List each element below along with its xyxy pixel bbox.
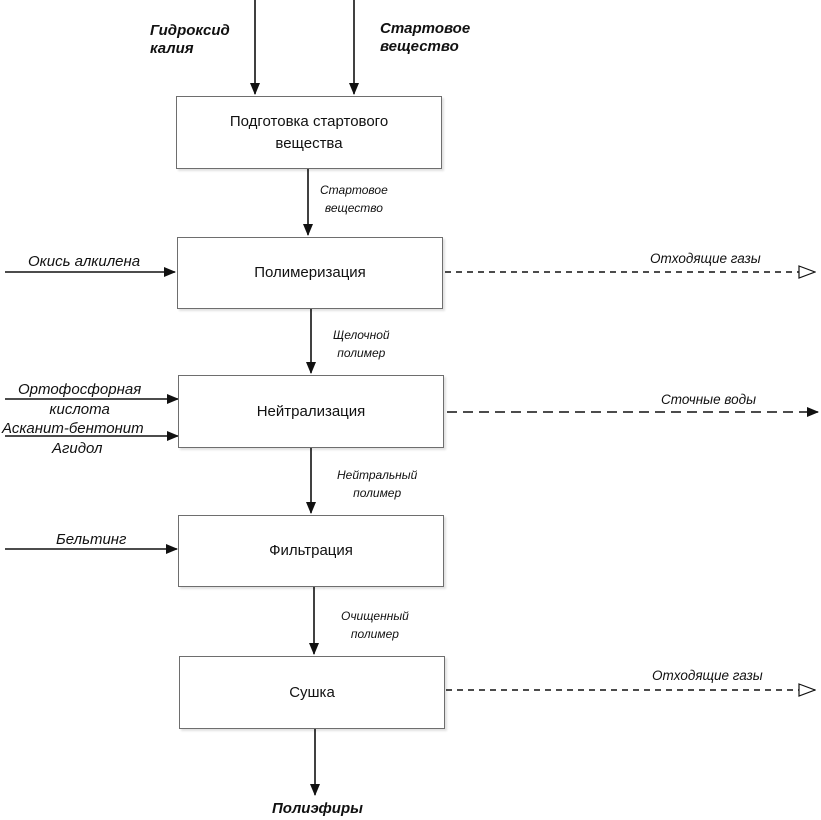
output-label-wastewater: Сточные воды (661, 392, 757, 407)
flow-label-neutral-polymer: Нейтральный полимер (337, 468, 418, 500)
process-box-preparation: Подготовка стартового вещества (176, 96, 442, 169)
process-box-polymerization: Полимеризация (177, 237, 443, 309)
process-label-neutralization: Нейтрализация (256, 402, 366, 420)
output-label-gases-1: Отходящие газы (650, 251, 761, 266)
input-label-belting: Бельтинг (56, 531, 127, 548)
process-label-drying: Сушка (289, 683, 335, 701)
process-label-polymerization: Полимеризация (254, 264, 366, 281)
process-box-neutralization: Нейтрализация (178, 375, 444, 448)
input-label-koh: Гидроксид калия (150, 22, 230, 57)
flow-label-starter: Стартовое вещество (320, 183, 388, 215)
input-label-alkylene-oxide: Окись алкилена (28, 253, 141, 270)
process-box-filtration: Фильтрация (178, 515, 444, 587)
input-label-agidol: Агидол (52, 440, 103, 457)
process-label-filtration: Фильтрация (269, 542, 353, 559)
output-label-gases-2: Отходящие газы (652, 668, 763, 683)
input-label-phosphoric-acid: Ортофосфорная кислота (18, 381, 142, 418)
process-box-drying: Сушка (179, 656, 445, 729)
input-label-starter: Стартовое вещество (380, 20, 471, 55)
input-label-bentonite: Асканит-бентонит (2, 420, 144, 437)
process-label-preparation: Подготовка стартового вещества (229, 112, 389, 152)
final-product-label: Полиэфиры (272, 800, 363, 817)
flow-label-purified-polymer: Очищенный полимер (341, 609, 409, 641)
flow-label-alkaline-polymer: Щелочной полимер (333, 328, 390, 360)
